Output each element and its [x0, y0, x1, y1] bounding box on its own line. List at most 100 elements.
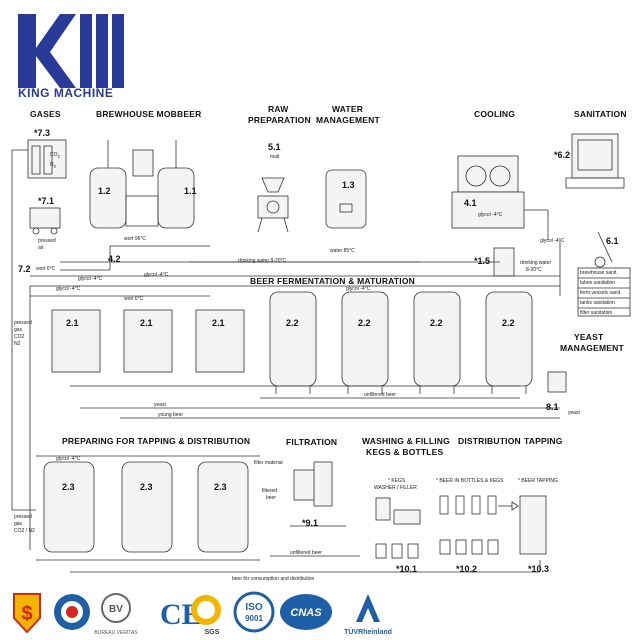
note-filtered-1: filtered — [262, 488, 278, 494]
tag-1-2: 1.2 — [98, 186, 111, 196]
note-drinking-water-2b: 8-20°C — [526, 267, 542, 273]
note-pressed-gas-b1: pressed — [14, 514, 32, 520]
tag-7-2: 7.2 — [18, 264, 31, 274]
note-consumption: beer for consumption and distribution — [232, 576, 315, 582]
tuv-icon: TÜVRheinland — [344, 594, 392, 636]
tag-6-1: 6.1 — [606, 236, 619, 246]
svg-text:ISO: ISO — [245, 602, 262, 613]
note-co2: CO2 — [50, 152, 60, 159]
tag-1-1: 1.1 — [184, 186, 197, 196]
tag-7-3: *7.3 — [34, 128, 51, 138]
tag-2-1-b: 2.1 — [140, 318, 153, 328]
tag-9-1: *9.1 — [302, 518, 319, 528]
note-young-beer: young beer — [158, 412, 184, 418]
tag-1-5: *1.5 — [474, 256, 491, 266]
tag-2-2-a: 2.2 — [286, 318, 299, 328]
tag-8-1: 8.1 — [546, 402, 559, 412]
svg-text:CNAS: CNAS — [290, 607, 322, 619]
section-distribution: DISTRIBUTION — [458, 436, 521, 446]
note-glycol-prep: glycol -4°C — [56, 456, 81, 462]
note-drinking-water-2: drinking water — [520, 260, 552, 266]
tag-10-3: *10.3 — [528, 564, 550, 574]
section-fermentation: BEER FERMENTATION & MATURATION — [250, 276, 415, 286]
note-filter-sanit: filter sanitation — [580, 310, 613, 316]
section-water-1: WATER — [332, 104, 364, 114]
tag-2-3-a: 2.3 — [62, 482, 75, 492]
cert-logos: $ BV BUREAU VERITAS CE SGS ISO 9001 CNAS… — [13, 591, 392, 636]
note-washer: WASHER / FILLER — [374, 485, 417, 491]
tag-2-3-c: 2.3 — [214, 482, 227, 492]
note-glycol-b: glycol -4°C — [144, 272, 169, 278]
note-unfiltered-beer: unfiltered beer — [364, 392, 396, 398]
section-yeast-1: YEAST — [574, 332, 604, 342]
section-brewhouse: BREWHOUSE MOBBEER — [96, 109, 202, 119]
tag-2-3-b: 2.3 — [140, 482, 153, 492]
note-pressed-air-2: air — [38, 245, 44, 251]
note-malt: malt — [270, 154, 280, 160]
note-yeast: yeast — [154, 402, 166, 408]
section-washing-1: WASHING & FILLING — [362, 436, 450, 446]
shield-icon: $ — [13, 593, 41, 634]
note-glycol-e: glycol -4°C — [478, 212, 503, 218]
svg-text:SGS: SGS — [205, 629, 220, 636]
tag-5-1: 5.1 — [268, 142, 281, 152]
brand-name: KING MACHINE — [18, 86, 114, 100]
globe-icon — [54, 594, 90, 630]
tag-1-3: 1.3 — [342, 180, 355, 190]
section-tapping: TAPPING — [524, 436, 563, 446]
section-gases: GASES — [30, 109, 61, 119]
note-beer-tapping: * BEER TAPPING — [518, 478, 558, 484]
note-filtered-2: beer — [266, 495, 277, 501]
svg-text:$: $ — [21, 603, 32, 625]
tag-4-2: 4.2 — [108, 254, 121, 264]
tag-2-1-a: 2.1 — [66, 318, 79, 328]
tag-6-2: *6.2 — [554, 150, 571, 160]
section-filtration: FILTRATION — [286, 437, 338, 447]
tag-10-1: *10.1 — [396, 564, 418, 574]
section-washing-2: KEGS & BOTTLES — [366, 447, 444, 457]
note-yeast-2: yeast — [568, 410, 580, 416]
note-drinking-water: drinking water 8-20°C — [238, 258, 287, 264]
sgs-icon: SGS — [191, 595, 221, 636]
note-glycol-d: glycol -4°C — [346, 286, 371, 292]
tag-7-1: *7.1 — [38, 196, 55, 206]
section-water-2: MANAGEMENT — [316, 115, 380, 125]
note-kegs: * KEGS — [388, 478, 406, 484]
note-filter-material: filter material — [254, 460, 283, 466]
king-machine-logo — [18, 14, 124, 88]
section-sanitation: SANITATION — [574, 109, 627, 119]
svg-text:BUREAU VERITAS: BUREAU VERITAS — [94, 630, 138, 636]
tag-2-2-b: 2.2 — [358, 318, 371, 328]
note-water85: water 85°C — [330, 248, 355, 254]
iso-icon: ISO 9001 — [233, 591, 275, 633]
note-pressed-air-1: pressed — [38, 238, 56, 244]
section-raw-2: PREPARATION — [248, 115, 311, 125]
note-pressed-gas-b2: gas — [14, 521, 23, 527]
cnas-icon: CNAS — [280, 594, 332, 630]
note-wort6-b: wort 6°C — [124, 296, 144, 302]
note-pressed-gas-2: gas — [14, 327, 23, 333]
svg-text:TÜVRheinland: TÜVRheinland — [344, 627, 392, 636]
section-cooling: COOLING — [474, 109, 516, 119]
bureau-veritas-icon: BV BUREAU VERITAS — [94, 593, 138, 636]
note-wort6-a: wort 6°C — [36, 266, 56, 272]
note-pressed-gas-1: pressed — [14, 320, 32, 326]
note-pressed-gas-b3: CO2 / N2 — [14, 528, 35, 534]
note-glycol-f: glycol -4°C — [540, 238, 565, 244]
section-yeast-2: MANAGEMENT — [560, 343, 624, 353]
note-glycol-c: glycol -4°C — [56, 286, 81, 292]
note-pressed-gas-4: N2 — [14, 341, 21, 347]
note-tanks-sanit: tanks sanitation — [580, 300, 615, 306]
svg-text:9001: 9001 — [245, 614, 263, 623]
tag-2-2-d: 2.2 — [502, 318, 515, 328]
note-tubes-sanit: tubes sanitation — [580, 280, 616, 286]
note-unfiltered-beer-2: unfiltered beer — [290, 550, 322, 556]
svg-text:BV: BV — [109, 604, 123, 615]
note-beer-bottles: * BEER IN BOTTLES & KEGS — [436, 478, 504, 484]
note-glycol-a: glycol -4°C — [78, 276, 103, 282]
note-pressed-gas-3: CO2 — [14, 334, 25, 340]
section-raw-1: RAW — [268, 104, 289, 114]
note-wort96: wort 96°C — [124, 236, 147, 242]
tag-2-1-c: 2.1 — [212, 318, 225, 328]
